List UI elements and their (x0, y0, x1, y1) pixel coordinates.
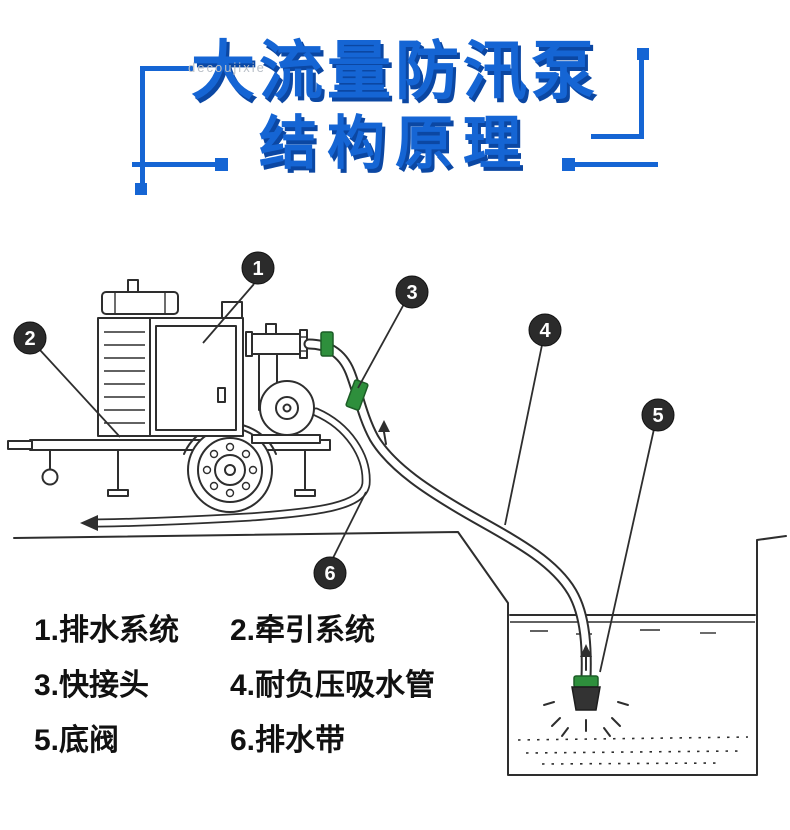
svg-text:3: 3 (406, 282, 417, 304)
leader-line-2 (39, 349, 121, 438)
callout-leaders (39, 283, 655, 673)
pump-volute (259, 380, 315, 436)
callout-badge-6: 6 (313, 556, 347, 590)
svg-text:2: 2 (24, 328, 35, 350)
engine-door (155, 325, 237, 431)
title-bracket-right-icon (591, 48, 649, 139)
leader-line-1 (202, 283, 255, 344)
page-title: 大流量防汛泵 (191, 35, 599, 107)
jack-wheel (41, 468, 59, 486)
pump-structure-diagram: 1 2 3 4 5 6 (7, 251, 787, 776)
svg-text:1: 1 (252, 258, 263, 280)
drain-belt (80, 407, 371, 531)
foot-valve (543, 675, 629, 737)
leader-line-6 (332, 491, 367, 559)
callout-badge-1: 1 (241, 251, 275, 285)
svg-text:5: 5 (652, 405, 663, 427)
legend-item-1: 1.排水系统 (34, 614, 180, 647)
subtitle-rule-left-icon (132, 158, 228, 171)
wheel (187, 427, 273, 513)
legend-item-4: 4.耐负压吸水管 (230, 669, 436, 702)
subtitle-rule-right-icon (562, 158, 658, 171)
foot-valve-splash (543, 701, 629, 737)
svg-text:6: 6 (324, 563, 335, 585)
engine-unit (97, 279, 244, 437)
quick-coupling-1 (320, 331, 334, 357)
legend: 1.排水系统 2.牵引系统 3.快接头 4.耐负压吸水管 5.底阀 6.排水带 (34, 616, 435, 756)
callout-badge-2: 2 (13, 321, 47, 355)
title-block: 大流量防汛泵 结构原理 (0, 36, 790, 176)
leader-line-5 (599, 428, 655, 673)
engine-box (97, 317, 244, 437)
flow-arrow-hose-icon (378, 420, 390, 432)
flow-arrow-left-icon (80, 515, 98, 531)
flow-arrow-up-icon (580, 644, 592, 657)
ground-and-pit (13, 531, 787, 776)
title-bracket-left-icon (135, 66, 193, 195)
water-surface (509, 614, 756, 635)
suction-hose (303, 338, 592, 684)
callout-badge-5: 5 (641, 398, 675, 432)
svg-text:4: 4 (539, 320, 551, 342)
door-handle (217, 387, 226, 403)
muffler (101, 291, 179, 315)
legend-item-3: 3.快接头 (34, 669, 150, 702)
leader-line-3 (357, 303, 405, 389)
legend-item-5: 5.底阀 (34, 724, 120, 757)
legend-item-6: 6.排水带 (230, 724, 346, 757)
legend-item-2: 2.牵引系统 (230, 614, 376, 647)
pit-bottom-debris (517, 736, 749, 765)
watermark-text: decoujixie (188, 60, 266, 75)
page-subtitle: 结构原理 (258, 111, 531, 177)
leader-line-4 (504, 344, 543, 526)
callout-badge-4: 4 (528, 313, 562, 347)
callout-badge-3: 3 (395, 275, 429, 309)
trailer (7, 422, 331, 513)
